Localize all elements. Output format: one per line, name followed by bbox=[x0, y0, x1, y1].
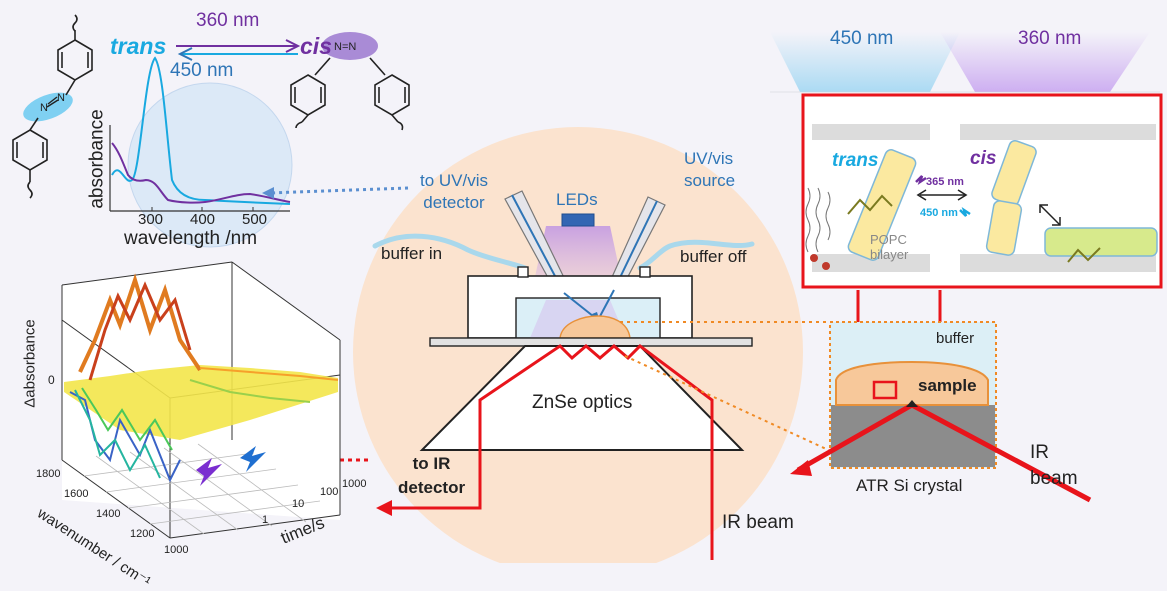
cis-spectrum-curve bbox=[111, 142, 291, 204]
atr-crystal-label: ATR Si crystal bbox=[856, 476, 963, 495]
plot3d-z-label: Δabsorbance bbox=[21, 319, 39, 408]
membrane-uv-wavelength: 365 nm bbox=[926, 176, 964, 188]
plot3d-x-tick-1200: 1200 bbox=[130, 528, 155, 540]
svg-text:N: N bbox=[57, 92, 65, 104]
vis-flash-icon bbox=[240, 446, 266, 472]
svg-text:N=N: N=N bbox=[334, 41, 356, 53]
buffer-off-tube bbox=[637, 239, 755, 271]
spectrum-x-label: wavelength /nm bbox=[124, 228, 258, 249]
to-ir-detector-label: to IR detector bbox=[398, 454, 466, 497]
popc-bilayer-label: POPC bilayer bbox=[870, 232, 909, 262]
znse-optics bbox=[419, 345, 745, 451]
plot3d-t-tick-10: 10 bbox=[292, 498, 305, 510]
buffer-off-label: buffer off bbox=[680, 247, 747, 266]
spectrum-x-tick-300: 300 bbox=[138, 211, 164, 228]
buffer-in-label: buffer in bbox=[381, 244, 443, 263]
cis-label: cis bbox=[300, 33, 332, 59]
plot3d-z-tick: 0 bbox=[48, 373, 55, 387]
crystal-plate bbox=[429, 337, 753, 347]
atr-sample-label: sample bbox=[918, 376, 977, 395]
atr-buffer-label: buffer bbox=[936, 330, 975, 347]
cis-peptide-flat bbox=[1044, 227, 1158, 257]
spectrum-y-label: absorbance bbox=[86, 109, 108, 209]
atr-ir-beam-label: IR beam bbox=[1030, 442, 1078, 489]
transient-3d-plot bbox=[61, 261, 341, 539]
blue-led-beam bbox=[770, 32, 960, 92]
plot3d-t-tick-100: 100 bbox=[320, 486, 339, 498]
led-block bbox=[561, 213, 595, 227]
buffer-in-tube bbox=[372, 233, 528, 271]
violet-led-beam bbox=[940, 32, 1150, 92]
plot3d-t-tick-1: 1 bbox=[262, 514, 269, 526]
spectrum-link-arrow bbox=[269, 186, 409, 195]
spectrum-x-tick-500: 500 bbox=[242, 211, 268, 228]
plot3d-x-tick-1000: 1000 bbox=[164, 544, 189, 556]
sample-film bbox=[559, 315, 631, 339]
switch-bottom-wavelength: 450 nm bbox=[170, 60, 234, 81]
plot3d-x-tick-1800: 1800 bbox=[36, 468, 61, 480]
plot3d-x-tick-1400: 1400 bbox=[96, 508, 121, 520]
svg-text:N: N bbox=[40, 102, 48, 114]
membrane-trans-label: trans bbox=[832, 150, 879, 171]
uv-source-label: UV/vis source bbox=[684, 149, 736, 190]
trans-label: trans bbox=[110, 33, 167, 59]
ir-beam-label: IR beam bbox=[722, 512, 794, 533]
spectrum-x-tick-400: 400 bbox=[190, 211, 216, 228]
membrane-cis-label: cis bbox=[970, 148, 997, 169]
plot3d-t-tick-1000: 1000 bbox=[342, 478, 367, 490]
violet-led-wavelength: 360 nm bbox=[1018, 28, 1082, 49]
switch-top-wavelength: 360 nm bbox=[196, 10, 260, 31]
blue-led-wavelength: 450 nm bbox=[830, 28, 894, 49]
leds-label: LEDs bbox=[556, 190, 598, 209]
znse-optics-label: ZnSe optics bbox=[532, 392, 633, 413]
cis-molecule bbox=[290, 32, 410, 131]
ir-beam-path bbox=[392, 344, 714, 560]
plot3d-x-tick-1600: 1600 bbox=[64, 488, 89, 500]
cis-peptide-lower bbox=[985, 200, 1023, 256]
uv-detector-label: to UV/vis detector bbox=[420, 171, 489, 212]
trans-peptide bbox=[847, 149, 917, 261]
trans-molecule bbox=[12, 14, 93, 199]
absorbance-spectrum bbox=[109, 56, 291, 212]
membrane-vis-wavelength: 450 nm bbox=[920, 207, 958, 219]
uv-flash-icon bbox=[196, 458, 222, 486]
cis-highlight bbox=[322, 32, 378, 60]
spectrum-circle bbox=[127, 82, 293, 248]
